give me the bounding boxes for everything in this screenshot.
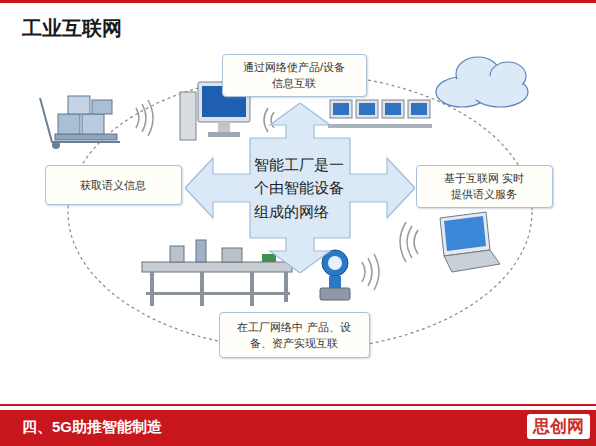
wireless-signal <box>148 100 153 136</box>
wireless-signal <box>142 104 146 132</box>
production-line <box>200 272 204 306</box>
monitor-row <box>356 100 378 118</box>
pallet-boxes <box>92 100 112 114</box>
production-line <box>262 254 276 262</box>
flow-meter <box>328 256 342 270</box>
production-line <box>142 262 292 272</box>
top-bar <box>0 0 596 3</box>
wireless-signal <box>362 262 365 282</box>
pallet-boxes <box>40 96 120 149</box>
cloud <box>436 57 528 107</box>
wireless-signal <box>136 108 139 128</box>
cloud <box>444 76 524 100</box>
laptop <box>444 216 486 251</box>
section-footer: 四、5G助推智能制造 <box>22 418 162 437</box>
desktop-computer <box>218 122 230 132</box>
production-line <box>284 272 288 302</box>
production-line <box>150 272 154 306</box>
cloud <box>436 57 528 107</box>
pallet-boxes <box>52 141 60 149</box>
bottom-bar <box>0 404 596 406</box>
wireless-signal <box>414 230 418 254</box>
wireless-signal <box>264 108 268 132</box>
top-bar <box>0 0 596 3</box>
monitor-row <box>385 103 401 115</box>
laptop <box>440 212 490 256</box>
box-text: 基于互联网 实时提供语义服务 <box>440 170 529 203</box>
center-text: 智能工厂是一个由智能设备组成的网络 <box>254 153 346 223</box>
desktop-computer <box>208 132 240 137</box>
monitor-row <box>330 100 352 118</box>
box-text: 在工厂网络中 产品、设备、资产实现互联 <box>228 319 361 352</box>
production-line <box>250 272 254 306</box>
box-text: 通过网络使产品/设备 信息互联 <box>242 59 346 92</box>
production-line <box>222 248 242 262</box>
network-ring <box>68 74 532 350</box>
info-box: 在工厂网络中 产品、设备、资产实现互联 <box>219 312 370 358</box>
network-ring <box>68 74 532 350</box>
info-box: 获取语义信息 <box>45 165 182 205</box>
monitor-row <box>382 100 404 118</box>
watermark: 思创网 <box>527 414 590 439</box>
production-line <box>170 246 184 262</box>
monitor-row <box>359 103 375 115</box>
four-way-arrow <box>185 103 415 273</box>
desktop-computer <box>180 92 196 140</box>
info-box: 基于互联网 实时提供语义服务 <box>416 165 553 208</box>
flow-meter <box>320 250 350 300</box>
bottom-bar <box>0 404 596 446</box>
pallet-boxes <box>68 96 90 114</box>
pallet-boxes <box>55 134 117 140</box>
flow-meter <box>329 276 341 288</box>
monitor-row <box>328 100 432 128</box>
page-title: 工业互联网 <box>22 15 122 42</box>
pallet-boxes <box>82 114 104 134</box>
production-line <box>196 240 206 262</box>
pallet-boxes <box>58 114 80 134</box>
bottom-bar <box>0 410 596 446</box>
flow-meter <box>320 288 350 300</box>
box-text: 获取语义信息 <box>80 177 146 194</box>
wireless-signal <box>374 254 379 290</box>
production-line <box>146 292 290 295</box>
monitor-row <box>411 103 427 115</box>
laptop <box>440 212 500 272</box>
four-way-arrow: 智能工厂是一个由智能设备组成的网络 <box>185 103 415 273</box>
info-box: 通过网络使产品/设备 信息互联 <box>222 54 367 97</box>
production-line <box>142 240 292 306</box>
wireless-signal <box>400 222 406 262</box>
wireless-signal <box>407 226 412 258</box>
monitor-row <box>408 100 430 118</box>
laptop <box>444 250 500 272</box>
monitor-row <box>328 124 432 128</box>
monitor-row <box>333 103 349 115</box>
wireless-signal <box>368 258 372 286</box>
